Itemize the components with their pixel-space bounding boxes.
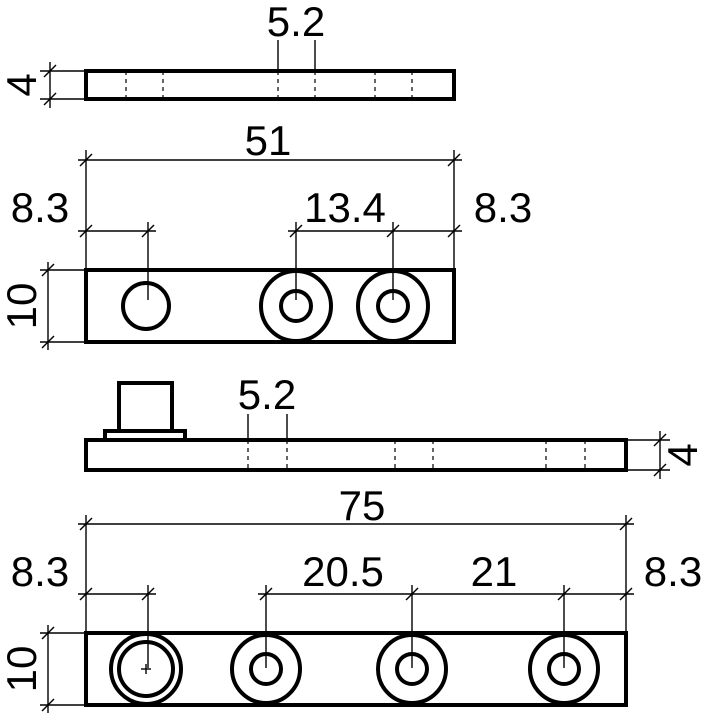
dim-label: 4 xyxy=(659,443,706,466)
hole-plain xyxy=(121,281,171,331)
dim-label: 20.5 xyxy=(302,548,384,595)
hole-counterbore-outer xyxy=(356,269,430,343)
dim-left-offset-bottom: 8.3 xyxy=(11,548,156,668)
dim-overall-length-top: 51 xyxy=(78,117,462,268)
dim-label: 5.2 xyxy=(238,371,296,418)
dim-label: 5.2 xyxy=(267,0,325,45)
dim-label: 75 xyxy=(339,482,386,529)
dim-width-top: 10 xyxy=(0,262,86,350)
dim-label: 10 xyxy=(0,283,45,330)
dim-label: 13.4 xyxy=(304,184,386,231)
hole-counterbore-inner xyxy=(279,289,313,323)
dim-label: 51 xyxy=(245,117,292,164)
dim-right-offset-top: 8.3 xyxy=(474,184,532,231)
bottom-plate-plan-outline xyxy=(84,631,628,707)
top-plate-plan-view: 51 8.3 13.4 8.3 xyxy=(0,117,532,350)
dim-label: 8.3 xyxy=(11,184,69,231)
hole-counterbore-outer xyxy=(259,269,333,343)
bottom-plate-side-outline xyxy=(84,438,628,472)
pin-hole-inner xyxy=(117,640,175,698)
dim-left-offset-top: 8.3 xyxy=(11,184,156,300)
dim-width-bottom: 10 xyxy=(0,625,86,713)
dim-label: 21 xyxy=(471,548,518,595)
hole-counterbore-outer xyxy=(376,633,448,705)
dim-hole-diameter-top: 5.2 xyxy=(267,0,325,71)
hole-counterbore-inner xyxy=(547,652,581,686)
dim-right-offset-bottom: 8.3 xyxy=(644,548,702,595)
dim-hole-spacing-bottom: 20.5 21 xyxy=(258,548,634,668)
top-plate-plan-outline xyxy=(84,268,456,344)
dim-thickness-top: 4 xyxy=(0,62,86,108)
hole-counterbore-inner xyxy=(395,652,429,686)
pin-hole-outer xyxy=(109,632,183,706)
hole-counterbore-outer xyxy=(230,633,302,705)
dim-label: 4 xyxy=(0,73,45,96)
dim-overall-length-bottom: 75 xyxy=(78,482,634,632)
bottom-plate-plan-view: 75 8.3 20.5 21 8.3 xyxy=(0,482,702,713)
dim-label: 8.3 xyxy=(11,548,69,595)
bottom-plate-side-view: 5.2 4 xyxy=(84,371,706,479)
dim-thickness-bottom: 4 xyxy=(626,431,706,479)
pin-block xyxy=(117,381,174,433)
dim-hole-diameter-bottom: 5.2 xyxy=(238,371,296,440)
hole-counterbore-outer xyxy=(528,633,600,705)
dim-hole-spacing-top: 13.4 xyxy=(288,184,462,300)
hole-counterbore-inner xyxy=(249,652,283,686)
top-plate-side-view: 5.2 4 xyxy=(0,0,456,108)
hole-counterbore-inner xyxy=(376,289,410,323)
top-plate-side-outline xyxy=(84,69,456,101)
dim-label: 10 xyxy=(0,646,45,693)
